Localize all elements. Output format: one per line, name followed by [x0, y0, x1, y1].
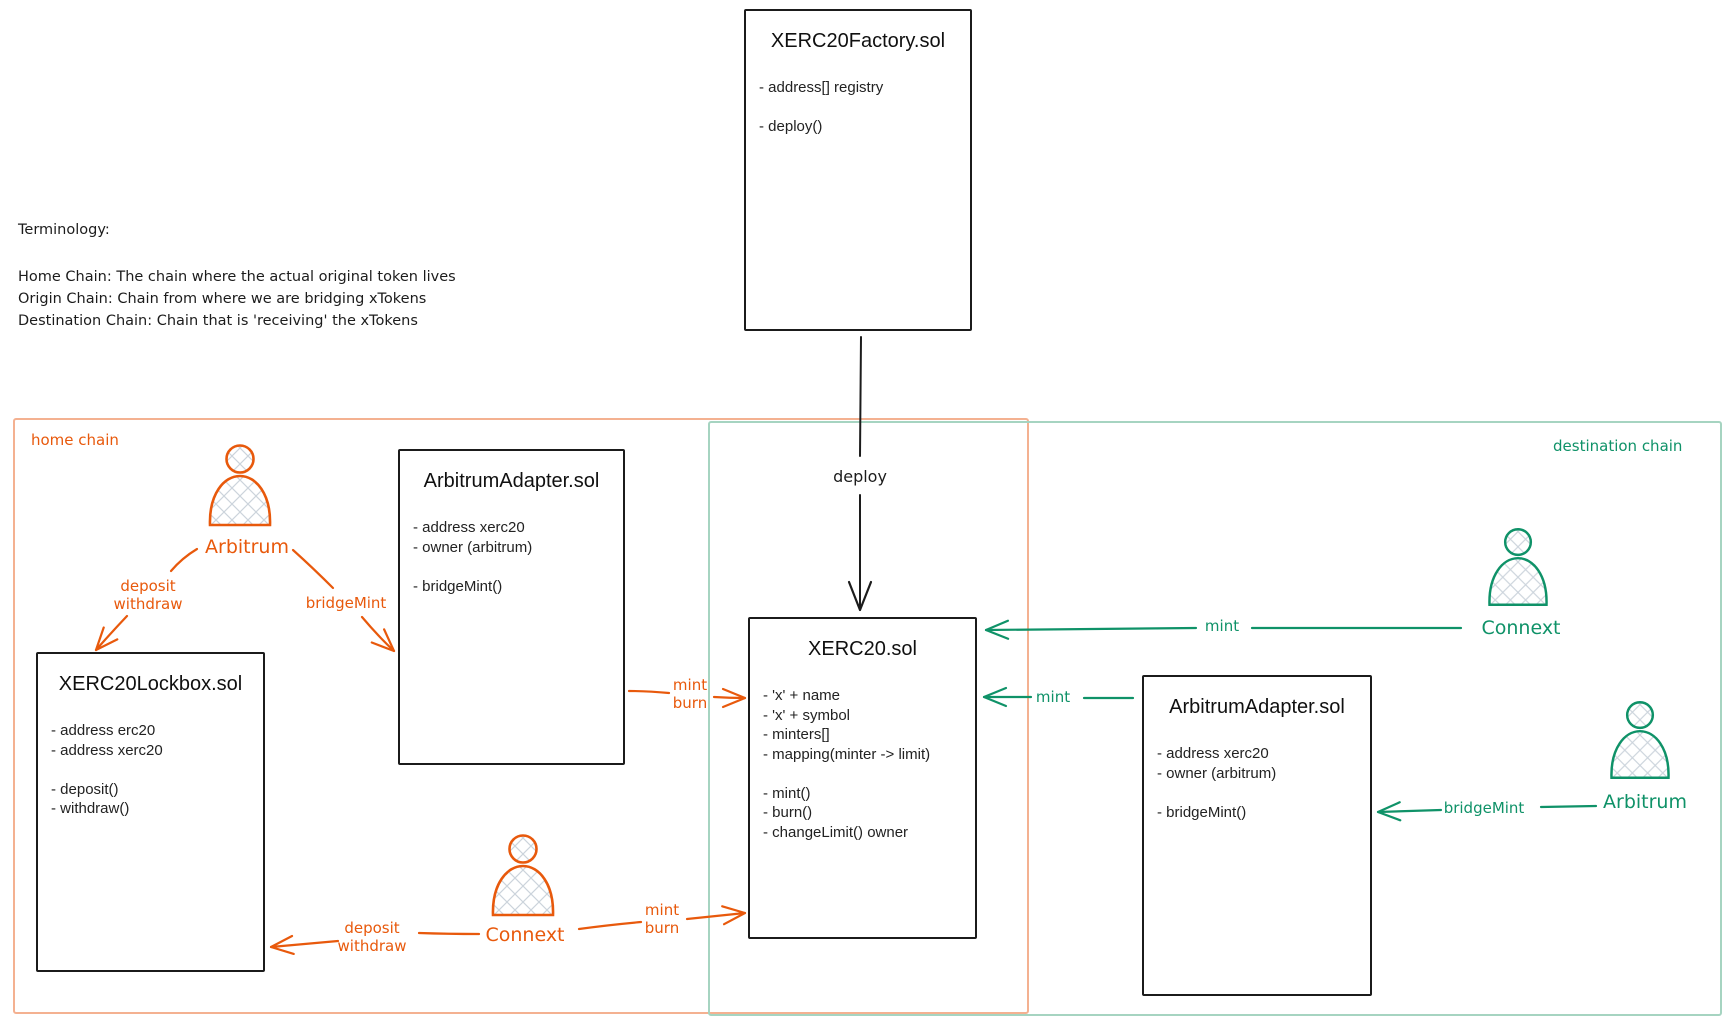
- bridgemint-label-dest: bridgeMint: [1443, 799, 1525, 817]
- lockbox-method-deposit: - deposit(): [51, 780, 119, 798]
- connext-to-xerc20-arrow: [685, 905, 747, 926]
- home-adapter-method-bridgemint: - bridgeMint(): [413, 577, 503, 595]
- adapter-to-xerc20-line: [627, 689, 671, 695]
- xerc20-method-mint: - mint(): [763, 784, 811, 802]
- dest-arbitrum-to-adapter-arrow: [1376, 801, 1443, 822]
- lockbox-title: XERC20Lockbox.sol: [58, 673, 243, 695]
- dest-arbitrum-to-adapter-line: [1539, 804, 1598, 809]
- terminology-title: Terminology:: [18, 222, 110, 238]
- home-connext-person-icon: [491, 834, 555, 917]
- xerc20lockbox-box: XERC20Lockbox.sol - address erc20 - addr…: [36, 652, 265, 972]
- adapter-to-xerc20-arrow: [712, 687, 747, 709]
- factory-field-registry: - address[] registry: [759, 79, 884, 96]
- home-arbitrum-person-icon: [208, 444, 272, 527]
- xerc20factory-box: XERC20Factory.sol - address[] registry -…: [744, 9, 972, 331]
- home-adapter-title: ArbitrumAdapter.sol: [423, 470, 600, 492]
- destination-connectors: [982, 619, 1598, 822]
- xerc20-field-mapping: - mapping(minter -> limit): [763, 745, 931, 763]
- dest-connext-person-icon: [1488, 527, 1548, 606]
- deploy-arrow: [847, 336, 873, 612]
- connext-to-lockbox-line: [417, 931, 481, 936]
- xerc20-field-minters: - minters[]: [763, 726, 830, 743]
- home-chain-label: home chain: [31, 431, 119, 449]
- xerc20-field-symbol: - 'x' + symbol: [763, 706, 850, 724]
- dest-connext-to-xerc20-arrow: [984, 619, 1198, 640]
- home-connectors: [94, 547, 747, 956]
- connext-to-xerc20-line: [577, 920, 643, 931]
- dest-arbitrum-person-icon: [1610, 700, 1670, 779]
- terminology-destination-chain: Destination Chain: Chain that is 'receiv…: [18, 313, 418, 329]
- xerc20-method-changelimit: - changeLimit() owner: [763, 823, 909, 841]
- xerc20-method-burn: - burn(): [763, 804, 813, 821]
- mint-burn-label-connext: mint burn: [644, 901, 680, 937]
- terminology-origin-chain: Origin Chain: Chain from where we are br…: [18, 291, 427, 307]
- mint-label-dest-adapter: mint: [1035, 688, 1071, 706]
- dest-connext-label: Connext: [1481, 617, 1561, 639]
- dest-arbitrum-adapter-box: ArbitrumAdapter.sol - address xerc20 - o…: [1142, 675, 1372, 996]
- xerc20-box: XERC20.sol - 'x' + name - 'x' + symbol -…: [748, 617, 977, 939]
- dest-adapter-field-xerc20: - address xerc20: [1157, 745, 1269, 762]
- mint-label-dest-connext: mint: [1204, 617, 1240, 635]
- terminology-home-chain: Home Chain: The chain where the actual o…: [18, 269, 456, 285]
- destination-chain-region: [708, 421, 1722, 1016]
- connext-to-lockbox-arrow: [269, 934, 340, 956]
- bridgemint-label-home: bridgeMint: [305, 594, 387, 612]
- home-chain-region: [13, 418, 1029, 1014]
- lockbox-field-erc20: - address erc20: [51, 722, 156, 739]
- arbitrum-to-adapter-arrow: [360, 615, 396, 653]
- deposit-withdraw-label-connext: deposit withdraw: [337, 919, 407, 955]
- lockbox-field-xerc20: - address xerc20: [51, 741, 163, 759]
- arbitrum-to-lockbox-arrow: [94, 614, 129, 652]
- home-adapter-field-xerc20: - address xerc20: [413, 519, 525, 536]
- dest-adapter-field-owner: - owner (arbitrum): [1157, 764, 1277, 782]
- deploy-label: deploy: [833, 467, 887, 486]
- arbitrum-to-adapter-line: [291, 548, 335, 590]
- dest-arbitrum-label: Arbitrum: [1603, 791, 1687, 813]
- mint-burn-label-adapter: mint burn: [672, 676, 708, 712]
- xerc20factory-title: XERC20Factory.sol: [770, 30, 946, 52]
- xerc20-title: XERC20.sol: [808, 638, 917, 660]
- home-arbitrum-adapter-box: ArbitrumAdapter.sol - address xerc20 - o…: [398, 449, 625, 765]
- arbitrum-to-lockbox-line: [169, 547, 199, 573]
- factory-method-deploy: - deploy(): [759, 118, 823, 135]
- home-connext-label: Connext: [485, 924, 565, 946]
- destination-chain-label: destination chain: [1553, 437, 1683, 455]
- home-adapter-field-owner: - owner (arbitrum): [413, 538, 533, 556]
- dest-adapter-method-bridgemint: - bridgeMint(): [1157, 803, 1247, 821]
- xerc20-field-name: - 'x' + name: [763, 687, 841, 704]
- dest-adapter-title: ArbitrumAdapter.sol: [1169, 696, 1345, 718]
- home-arbitrum-label: Arbitrum: [205, 536, 289, 558]
- deposit-withdraw-label-arbitrum: deposit withdraw: [113, 577, 183, 613]
- lockbox-method-withdraw: - withdraw(): [51, 800, 130, 817]
